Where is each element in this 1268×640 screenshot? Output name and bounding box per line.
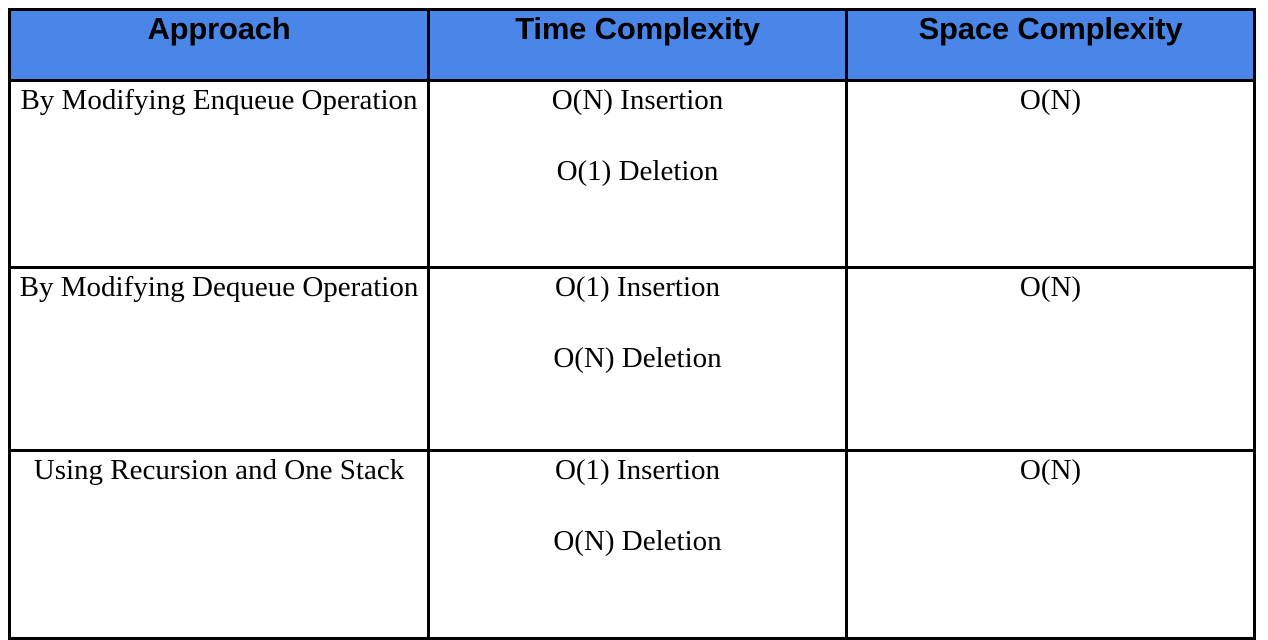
cell-space-complexity: O(N) [845, 79, 1256, 269]
column-header-approach: Approach [8, 8, 430, 82]
cell-time-complexity: O(N) Insertion O(1) Deletion [427, 79, 848, 269]
time-complexity-deletion: O(N) Deletion [553, 342, 722, 375]
time-complexity-insertion: O(1) Insertion [554, 454, 721, 486]
cell-time-complexity: O(1) Insertion O(N) Deletion [427, 266, 848, 452]
space-complexity-text: O(N) [848, 452, 1253, 489]
time-complexity-text: O(1) Insertion O(N) Deletion [430, 269, 845, 377]
cell-time-complexity: O(1) Insertion O(N) Deletion [427, 449, 848, 640]
approach-line: By Modifying Dequeue Operation [19, 271, 419, 303]
table-header: Approach Time Complexity Space Complexit… [8, 8, 1256, 82]
column-header-space-complexity: Space Complexity [845, 8, 1256, 82]
column-header-time-complexity: Time Complexity [427, 8, 848, 82]
approach-line: By Modifying Enqueue Operation [20, 84, 418, 116]
approach-text: By Modifying Dequeue Operation [11, 269, 427, 306]
time-complexity-deletion: O(1) Deletion [556, 155, 719, 188]
cell-approach: By Modifying Enqueue Operation [8, 79, 430, 269]
space-complexity-text: O(N) [848, 82, 1253, 119]
time-complexity-insertion: O(1) Insertion [554, 271, 721, 303]
approach-line: Using Recursion and One Stack [33, 454, 405, 486]
approach-text: By Modifying Enqueue Operation [11, 82, 427, 119]
header-row: Approach Time Complexity Space Complexit… [8, 8, 1256, 82]
complexity-comparison-table: Approach Time Complexity Space Complexit… [8, 8, 1256, 640]
time-complexity-text: O(1) Insertion O(N) Deletion [430, 452, 845, 560]
approach-text: Using Recursion and One Stack [11, 452, 427, 489]
cell-space-complexity: O(N) [845, 266, 1256, 452]
complexity-table-container: Approach Time Complexity Space Complexit… [8, 8, 1256, 640]
cell-approach: Using Recursion and One Stack [8, 449, 430, 640]
table-row: By Modifying Enqueue Operation O(N) Inse… [8, 79, 1256, 269]
cell-space-complexity: O(N) [845, 449, 1256, 640]
space-complexity-text: O(N) [848, 269, 1253, 306]
time-complexity-insertion: O(N) Insertion [551, 84, 724, 116]
space-complexity-value: O(N) [1019, 454, 1082, 486]
table-row: Using Recursion and One Stack O(1) Inser… [8, 449, 1256, 640]
table-body: By Modifying Enqueue Operation O(N) Inse… [8, 79, 1256, 640]
table-row: By Modifying Dequeue Operation O(1) Inse… [8, 266, 1256, 452]
time-complexity-text: O(N) Insertion O(1) Deletion [430, 82, 845, 190]
space-complexity-value: O(N) [1019, 271, 1082, 303]
cell-approach: By Modifying Dequeue Operation [8, 266, 430, 452]
space-complexity-value: O(N) [1019, 84, 1082, 116]
time-complexity-deletion: O(N) Deletion [553, 525, 722, 558]
